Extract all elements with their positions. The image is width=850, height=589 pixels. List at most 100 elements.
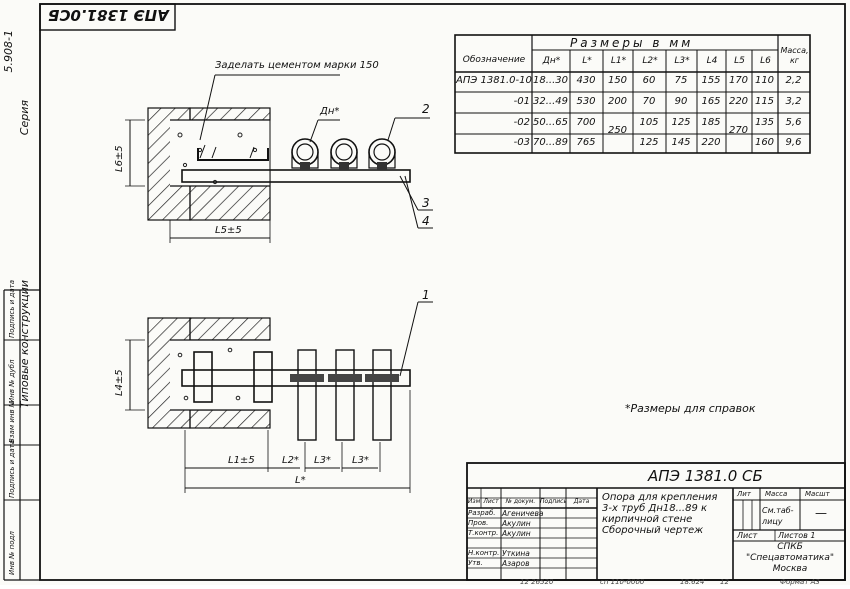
table-cell-0-l2: 60	[642, 75, 656, 86]
tb-title-line-1: 3-х труб Дн18...89 к	[602, 503, 708, 514]
table-cell-3-l6: 160	[754, 137, 775, 148]
tb-role-2: Т.контр.	[468, 529, 499, 537]
table-cell-0-l1: 150	[607, 75, 628, 86]
tb-colheader-3: Подпись	[540, 498, 566, 505]
table-cell-2-m: 5,6	[785, 117, 802, 128]
tb-mass: Масса	[765, 490, 788, 498]
table-header-6: L4	[706, 56, 718, 66]
tb-colheader-0: Изм	[467, 498, 481, 505]
dn-label: Дн*	[320, 106, 340, 117]
tb-role-3: Н.контр.	[468, 549, 500, 557]
tb-sheets: Листов 1	[778, 531, 816, 540]
bottom-b: сп 110-0000	[600, 578, 645, 586]
table-header-3: L1*	[610, 56, 627, 66]
table-cell-3-l: 765	[576, 137, 596, 148]
table-cell-1-l: 530	[576, 96, 596, 107]
table-cell-3-code: -03	[513, 137, 530, 148]
title-doc-code: АПЭ 1381.0 СБ	[648, 467, 763, 485]
reference-note: *Размеры для справок	[625, 402, 756, 415]
table-header-0: Обозначение	[462, 55, 526, 65]
table-cell-1-m: 3,2	[785, 96, 802, 107]
table-header-9: Масса, кг	[780, 46, 809, 65]
table-header-4: L2*	[642, 56, 658, 66]
side-col2: Подпись и дата	[8, 440, 16, 498]
tb-colheader-4: Дата	[573, 498, 590, 505]
position-3: 3	[422, 196, 430, 210]
dim-l4: L4±5	[114, 369, 125, 396]
side-col4: Инв № дубл	[8, 359, 16, 403]
tb-name-2: Акулин	[502, 529, 531, 538]
table-cell-1-dn: 32...49	[533, 96, 568, 107]
bottom-c: 18.624	[680, 578, 705, 586]
table-cell-1-l5: 220	[728, 96, 749, 107]
tb-org-line-0: СПКБ	[777, 542, 803, 552]
dim-l5: L5±5	[215, 225, 242, 236]
cement-note: Заделать цементом марки 150	[215, 60, 379, 71]
table-header-1: Дн*	[542, 56, 561, 66]
dim-l1: L1±5	[228, 455, 255, 466]
table-cell-2-l: 700	[576, 117, 596, 128]
tb-title-line-0: Опора для крепления	[602, 492, 718, 503]
table-cell-0-l4: 155	[701, 75, 721, 86]
table-cell-2-code: -02	[513, 117, 530, 128]
tb-colheader-1: Лист	[483, 498, 499, 505]
dim-l: L*	[295, 475, 306, 486]
tb-scale-value: —	[815, 506, 827, 520]
table-cell-2-l2: 105	[639, 117, 659, 128]
table-cell-1-l1: 200	[607, 96, 628, 107]
position-1: 1	[422, 288, 430, 302]
table-cell-0-l3: 75	[674, 75, 688, 86]
side-col3: Взам инв №	[8, 399, 16, 443]
side-col5: Подпись и дата	[8, 280, 16, 338]
tb-role-0: Разраб.	[468, 509, 496, 517]
table-cell-2-l4: 185	[701, 117, 721, 128]
table-header-2: L*	[582, 56, 592, 66]
stamp-code: АПЭ 1381.0СБ	[48, 6, 169, 24]
table-cell-3-l2: 125	[639, 137, 659, 148]
table-cell-3-m: 9,6	[785, 137, 802, 148]
table-cell-2-l3: 125	[671, 117, 691, 128]
tb-role-1: Пров.	[468, 519, 489, 527]
side-col1: Инв № подл	[8, 531, 16, 575]
table-cell-2-l6: 135	[754, 117, 775, 128]
bottom-d: 12	[720, 578, 729, 586]
tb-title-line-3: Сборочный чертеж	[602, 525, 704, 536]
table-cell-0-m: 2,2	[785, 75, 802, 86]
table-cell-2-l5: 270	[728, 125, 749, 136]
table-group-header: Размеры в мм	[570, 36, 694, 50]
dim-l6: L6±5	[114, 145, 125, 172]
position-2: 2	[422, 102, 430, 116]
table-header-5: L3*	[674, 56, 690, 66]
table-cell-0-l6: 110	[754, 75, 775, 86]
table-cell-1-l3: 90	[674, 96, 688, 107]
sheet-frame	[39, 3, 846, 581]
table-header-7: L5	[734, 56, 745, 66]
tb-scale: Масшт	[805, 490, 830, 498]
table-cell-1-l6: 115	[754, 96, 775, 107]
table-cell-1-l2: 70	[642, 96, 656, 107]
tb-title-line-2: кирпичной стене	[602, 514, 693, 525]
table-cell-3-dn: 70...89	[533, 137, 568, 148]
tb-name-3: Уткина	[502, 549, 530, 558]
table-cell-0-l5: 170	[728, 75, 749, 86]
side-series-number: 5.908-1	[2, 30, 15, 73]
table-cell-3-l4: 220	[701, 137, 721, 148]
table-cell-0-code: АПЭ 1381.0-10	[456, 75, 532, 86]
table-cell-2-dn: 50...65	[533, 117, 568, 128]
tb-org-line-2: Москва	[772, 564, 808, 574]
table-cell-1-code: -01	[513, 96, 530, 107]
side-typical: Типовые конструкции	[18, 280, 31, 409]
table-cell-1-l4: 165	[701, 96, 721, 107]
dim-l3-b: L3*	[352, 455, 369, 466]
tb-name-0: Агеничева	[502, 509, 544, 518]
tb-org-line-1: "Спецавтоматика"	[745, 553, 835, 563]
side-series: Серия	[18, 100, 31, 136]
tb-sheet: Лист	[737, 531, 758, 540]
tb-colheader-2: № докум.	[505, 498, 536, 505]
tb-mass-value: См.таб-лицу	[762, 506, 794, 526]
table-cell-0-l: 430	[576, 75, 596, 86]
position-4: 4	[422, 214, 430, 228]
tb-name-4: Азаров	[502, 559, 530, 568]
